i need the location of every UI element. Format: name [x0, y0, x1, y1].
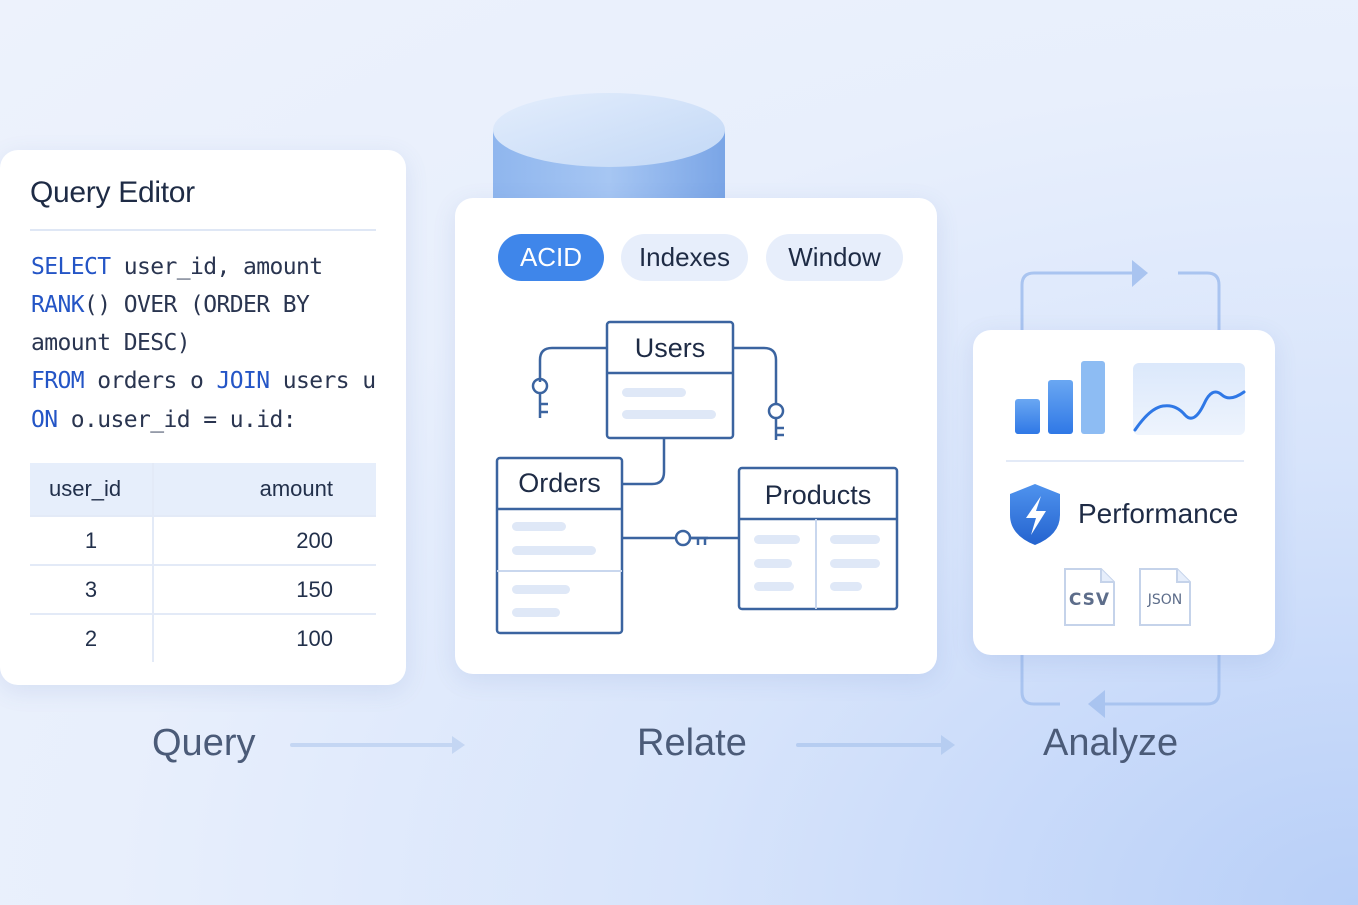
performance-label: Performance [1078, 498, 1239, 529]
key-icon [674, 529, 708, 547]
query-editor-title: Query Editor [30, 176, 195, 209]
csv-file-icon [1064, 568, 1115, 626]
refresh-loop-icon [1020, 271, 1221, 706]
code-keyword: FROM [31, 368, 85, 394]
tag-indexes[interactable]: Indexes [621, 234, 748, 281]
flow-arrow-icon [290, 736, 465, 754]
users-orders-connector [538, 346, 607, 382]
table-cell: 3 [30, 564, 154, 614]
json-file-icon [1139, 568, 1191, 626]
code-text: () OVER (ORDER BY [84, 292, 310, 318]
code-line-3: amount DESC) [31, 330, 191, 356]
code-text: o.user_id = u.id: [57, 407, 297, 433]
flow-arrow-icon [796, 735, 955, 755]
code-keyword: ON [31, 407, 58, 433]
tag-acid[interactable]: ACID [498, 234, 604, 281]
key-icon [767, 402, 785, 440]
code-keyword: SELECT [31, 254, 111, 280]
table-row: 2 100 [30, 613, 376, 662]
code-text: orders o [84, 368, 217, 394]
code-keyword: JOIN [216, 368, 270, 394]
code-line-2: RANK() OVER (ORDER BY [31, 292, 310, 318]
table-header-row: user_id amount [30, 463, 376, 516]
step-label-analyze: Analyze [1043, 722, 1179, 764]
shield-lightning-icon [1010, 484, 1060, 545]
table-cell: 2 [30, 613, 154, 662]
users-table [605, 320, 735, 440]
json-file-label: JSON [1147, 592, 1183, 608]
arrow-left-icon [1088, 690, 1105, 718]
code-text: users u [269, 368, 376, 394]
code-line-4: FROM orders o JOIN users u [31, 368, 376, 394]
arrow-right-icon [1132, 260, 1148, 287]
table-row: 1 200 [30, 515, 376, 565]
table-cell: 100 [153, 613, 376, 662]
table-title-users: Users [634, 333, 706, 363]
csv-file-label: CSV [1068, 590, 1111, 610]
table-row: 3 150 [30, 564, 376, 614]
table-cell: 200 [153, 515, 376, 565]
step-label-relate: Relate [637, 722, 747, 764]
table-cell: 1 [30, 515, 154, 565]
result-table: user_id amount 1 200 3 150 2 100 [30, 463, 376, 662]
products-table [737, 466, 899, 611]
code-text: amount DESC) [31, 330, 191, 356]
key-icon [531, 377, 549, 418]
tag-window[interactable]: Window [766, 234, 903, 281]
code-keyword: RANK [31, 292, 85, 318]
code-text: user_id, amount [110, 254, 323, 280]
editor-divider [30, 229, 376, 231]
users-orders-link [622, 438, 666, 486]
table-title-products: Products [764, 480, 872, 510]
table-cell: 150 [153, 564, 376, 614]
table-title-orders: Orders [518, 468, 601, 498]
code-line-5: ON o.user_id = u.id: [31, 407, 297, 433]
column-header-user-id: user_id [30, 463, 154, 516]
orders-table [495, 456, 624, 635]
code-line-1: SELECT user_id, amount [31, 254, 323, 280]
bar-chart-icon [1015, 361, 1105, 434]
line-chart-icon [1133, 363, 1246, 435]
step-label-query: Query [152, 722, 256, 764]
users-products-connector [733, 346, 778, 404]
column-header-amount: amount [153, 463, 376, 516]
